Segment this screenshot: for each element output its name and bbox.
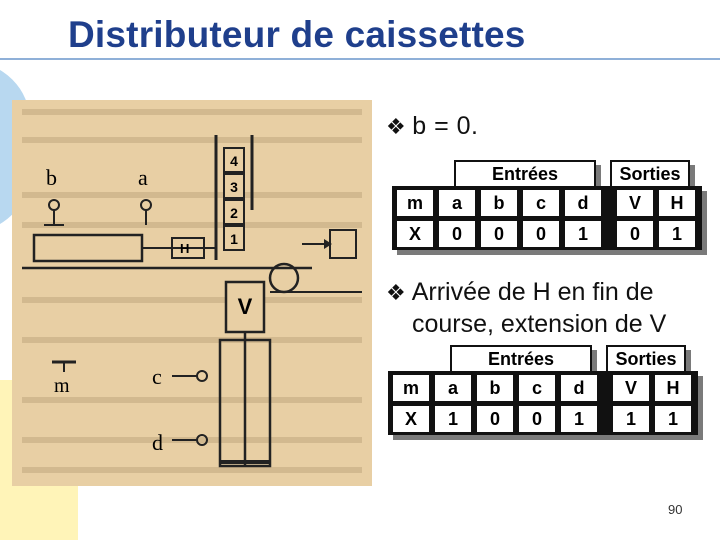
header-cell-b: b — [480, 189, 518, 217]
header-cell-c: c — [522, 189, 560, 217]
box-label-1: 1 — [230, 231, 238, 247]
value-cell-v: 0 — [616, 220, 654, 248]
header-cell-v: V — [616, 189, 654, 217]
diamond-bullet-icon: ❖ — [386, 280, 406, 305]
box-label-2: 2 — [230, 205, 238, 221]
value-cell-c: 0 — [522, 220, 560, 248]
value-cell-d: 1 — [564, 220, 602, 248]
value-cell-a: 1 — [434, 405, 472, 433]
bullet-text-line2: course, extension de V — [412, 310, 667, 338]
caissette-3 — [223, 173, 245, 199]
table-header-outputs: Sorties — [606, 345, 686, 373]
label-d: d — [152, 430, 163, 455]
truth-table-1: Entrées Sorties m a b c d V H X 0 0 0 1 … — [392, 160, 712, 260]
table-header-outputs: Sorties — [610, 160, 690, 188]
header-cell-a: a — [434, 374, 472, 402]
table-header-inputs: Entrées — [450, 345, 592, 373]
header-cell-a: a — [438, 189, 476, 217]
truth-table-2: Entrées Sorties m a b c d V H X 1 0 0 1 … — [388, 345, 708, 445]
box-label-3: 3 — [230, 179, 238, 195]
header-cell-d: d — [564, 189, 602, 217]
value-cell-a: 0 — [438, 220, 476, 248]
label-b: b — [46, 165, 57, 190]
value-cell-b: 0 — [480, 220, 518, 248]
label-c: c — [152, 364, 162, 389]
header-cell-m: m — [392, 374, 430, 402]
value-cell-c: 0 — [518, 405, 556, 433]
box-label-4: 4 — [230, 153, 238, 169]
cylinder-v — [224, 280, 266, 334]
value-cell-v: 1 — [612, 405, 650, 433]
caissette-4 — [223, 147, 245, 173]
value-cell-d: 1 — [560, 405, 598, 433]
label-m: m — [54, 375, 70, 397]
header-cell-v: V — [612, 374, 650, 402]
label-h: H — [180, 241, 189, 256]
header-cell-h: H — [658, 189, 696, 217]
page-number: 90 — [668, 502, 683, 517]
distributor-diagram: 4 3 2 1 H b a V c d — [22, 109, 362, 473]
scanned-diagram: 4 3 2 1 H b a V c d — [12, 100, 372, 486]
bullet-h-end-of-stroke: ❖Arrivée de H en fin de — [386, 278, 654, 307]
title-underline — [0, 58, 720, 60]
label-v: V — [238, 294, 253, 319]
caissette-1 — [223, 225, 245, 251]
bullet-text-line1: Arrivée de H en fin de — [411, 278, 654, 306]
header-cell-d: d — [560, 374, 598, 402]
value-cell-h: 1 — [658, 220, 696, 248]
header-cell-h: H — [654, 374, 692, 402]
bullet-b-equals-zero: ❖b = 0. — [386, 112, 478, 141]
caissette-2 — [223, 199, 245, 225]
cylinder-h — [32, 233, 144, 263]
bullet-text: b = 0. — [412, 112, 479, 140]
header-cell-b: b — [476, 374, 514, 402]
label-a: a — [138, 165, 148, 190]
value-cell-m: X — [396, 220, 434, 248]
value-cell-h: 1 — [654, 405, 692, 433]
table-header-inputs: Entrées — [454, 160, 596, 188]
value-cell-b: 0 — [476, 405, 514, 433]
header-cell-c: c — [518, 374, 556, 402]
value-cell-m: X — [392, 405, 430, 433]
slide-title: Distributeur de caissettes — [68, 14, 526, 55]
header-cell-m: m — [396, 189, 434, 217]
diamond-bullet-icon: ❖ — [386, 114, 407, 139]
